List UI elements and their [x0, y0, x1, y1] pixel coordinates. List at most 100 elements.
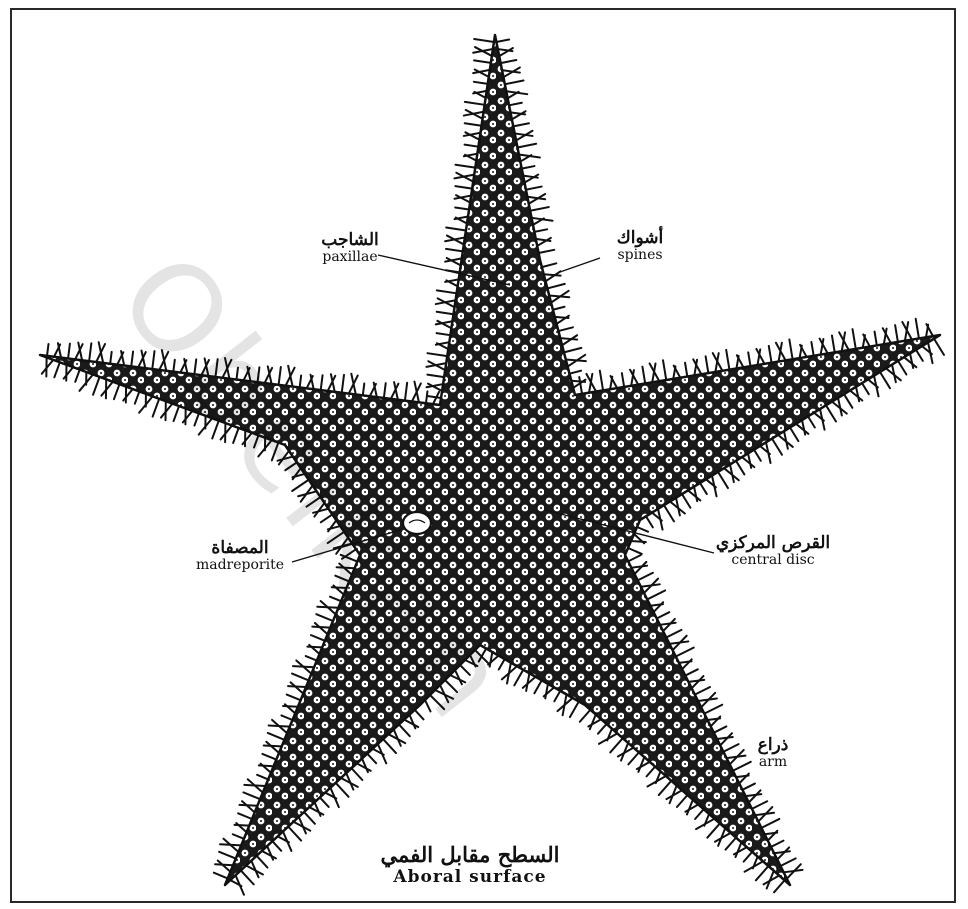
spine	[64, 367, 73, 378]
spine	[811, 342, 813, 356]
spine	[259, 765, 274, 766]
spine	[774, 851, 790, 853]
spine	[569, 371, 581, 374]
spine	[194, 413, 198, 425]
spine	[173, 360, 174, 372]
spine	[744, 852, 753, 862]
spine	[774, 880, 785, 892]
spine	[700, 483, 707, 494]
central-disc-label-en: central disc	[708, 553, 838, 568]
spine	[638, 573, 653, 581]
spine	[654, 602, 664, 612]
spine	[233, 428, 239, 443]
spine	[631, 566, 647, 568]
paxillae-label: الشاجب paxillae	[295, 232, 405, 265]
spine	[162, 350, 166, 371]
spine	[430, 695, 444, 709]
spine	[622, 373, 624, 387]
spines-label: أشواك spines	[600, 230, 680, 263]
spine	[225, 358, 229, 379]
spine	[335, 576, 349, 582]
spine	[174, 406, 180, 421]
spine	[194, 359, 196, 374]
spine	[725, 838, 736, 850]
spine	[522, 166, 535, 169]
spine	[660, 623, 676, 625]
spine	[446, 249, 463, 251]
spine	[437, 312, 454, 314]
spine	[513, 123, 529, 126]
spine	[628, 752, 639, 764]
spine	[288, 366, 292, 387]
spine	[685, 363, 687, 377]
spine	[501, 60, 517, 63]
spine	[321, 514, 333, 522]
spine	[234, 825, 249, 826]
spine	[427, 353, 447, 356]
spine	[399, 724, 410, 736]
spine	[300, 376, 301, 388]
spine	[332, 587, 347, 588]
spine	[257, 775, 268, 780]
spine	[910, 354, 913, 368]
spine	[856, 387, 859, 401]
spine	[306, 656, 317, 661]
spine	[465, 145, 479, 147]
spine	[695, 809, 704, 819]
spines-label-ar: أشواك	[600, 230, 680, 248]
spine	[768, 831, 778, 841]
spine	[68, 344, 70, 359]
spine	[267, 846, 273, 860]
spine	[780, 858, 795, 866]
spine	[558, 327, 573, 331]
spine	[628, 548, 642, 554]
spine	[748, 453, 751, 467]
spine	[509, 103, 522, 106]
spine	[637, 762, 650, 769]
spine	[315, 623, 328, 634]
spine	[544, 274, 561, 275]
spine	[268, 733, 285, 740]
spine	[321, 375, 323, 390]
spine	[152, 351, 154, 369]
spine	[769, 346, 772, 363]
spine	[657, 612, 670, 618]
spine	[236, 368, 237, 380]
spine	[153, 399, 160, 417]
spines-leader-line	[560, 258, 600, 272]
caption-ar: السطح مقابل الفمي	[360, 842, 580, 867]
spine	[266, 742, 279, 753]
spine	[254, 435, 258, 447]
spine	[598, 724, 607, 734]
spine	[600, 371, 603, 391]
spine	[351, 768, 362, 780]
spine	[241, 870, 254, 884]
arm-label-ar: ذراع	[738, 737, 808, 755]
spine	[534, 680, 541, 693]
spine	[717, 737, 733, 739]
spine	[384, 383, 386, 398]
spine	[647, 767, 656, 777]
spine	[844, 394, 852, 408]
spine	[455, 207, 469, 209]
spine	[283, 706, 298, 707]
spine	[114, 384, 120, 399]
spine	[695, 687, 710, 695]
spine	[293, 468, 301, 479]
spine	[688, 680, 704, 682]
spine	[306, 497, 320, 507]
spine	[637, 527, 648, 532]
spine	[694, 487, 697, 501]
spine	[320, 797, 329, 807]
spine	[496, 39, 509, 42]
spine	[666, 630, 681, 638]
spine	[131, 352, 133, 367]
spine	[264, 745, 282, 746]
spine	[244, 785, 265, 786]
spine	[682, 494, 690, 508]
spine	[736, 461, 744, 475]
spine	[631, 541, 646, 542]
spine	[789, 339, 792, 359]
spine	[220, 844, 241, 845]
spine	[664, 505, 674, 521]
